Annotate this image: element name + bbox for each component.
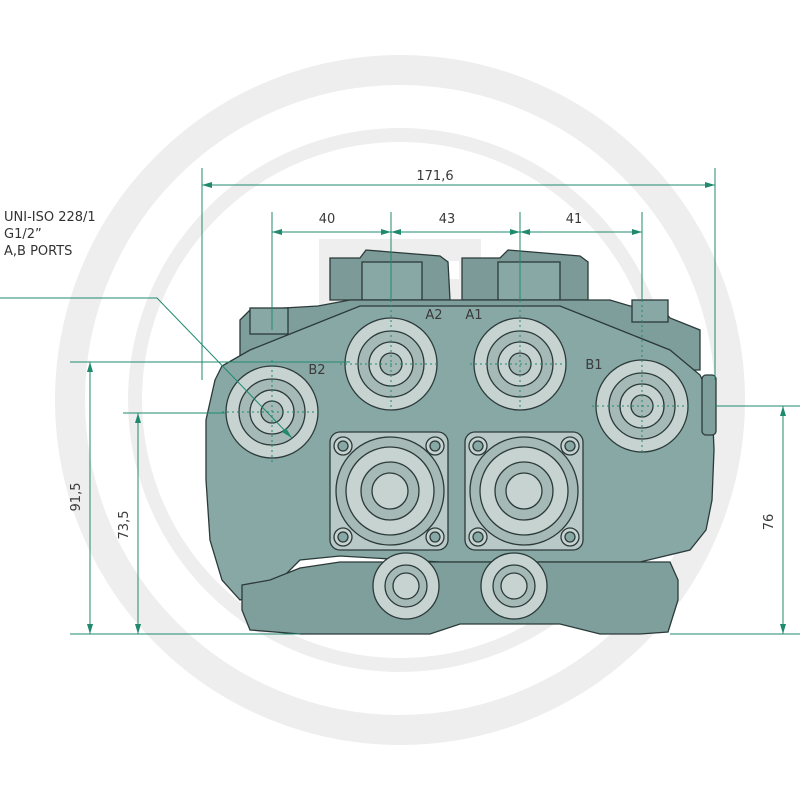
lower-skirt <box>241 561 679 635</box>
flange-right <box>464 431 584 551</box>
thread-spec-size: G1/2” <box>4 227 42 242</box>
port-label-b1: B1 <box>585 358 602 373</box>
thread-spec-standard: UNI-ISO 228/1 <box>4 210 96 225</box>
left-cap-block <box>249 307 289 335</box>
bottom-port-left <box>372 552 440 620</box>
bottom-port-right <box>480 552 548 620</box>
dim-overall-width: 171,6 <box>416 169 453 184</box>
dim-spacing-2: 43 <box>439 212 456 227</box>
top-block-right-inner <box>497 261 561 301</box>
dimension-lines <box>0 168 800 635</box>
port-label-b2: B2 <box>308 363 325 378</box>
dim-height-upper-ports: 91,5 <box>69 483 84 512</box>
thread-spec-note: UNI-ISO 228/1 G1/2” A,B PORTS <box>4 209 96 260</box>
center-lines <box>222 300 692 462</box>
dim-spacing-1: 40 <box>319 212 336 227</box>
dim-spacing-3: 41 <box>566 212 583 227</box>
port-label-a1: A1 <box>465 308 482 323</box>
top-block-left-inner <box>361 261 423 301</box>
right-side-cap <box>701 374 717 436</box>
flange-left <box>329 431 449 551</box>
dim-height-right-port: 76 <box>762 514 777 531</box>
dim-height-side-ports: 73,5 <box>117 511 132 540</box>
thread-spec-ports: A,B PORTS <box>4 244 73 259</box>
port-label-a2: A2 <box>425 308 442 323</box>
right-cap-block <box>631 299 669 323</box>
dimension-arrows <box>87 182 786 634</box>
